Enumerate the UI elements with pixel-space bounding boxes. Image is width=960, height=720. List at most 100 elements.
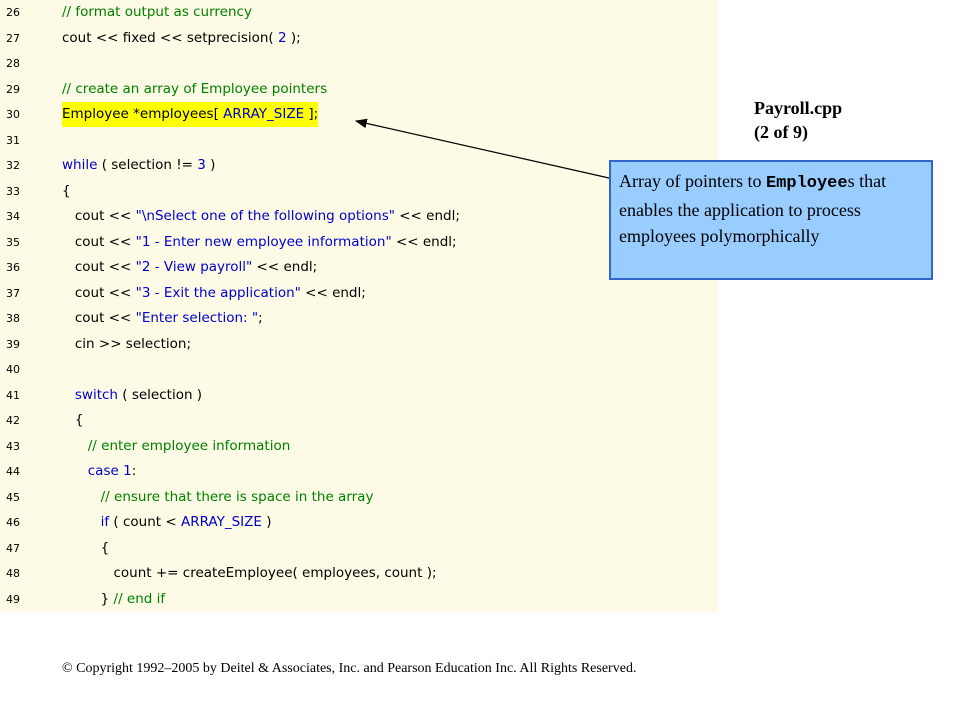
code-token-keyword: case [87,463,119,479]
line-number: 28 [6,57,20,70]
code-text: cin >> selection; [62,332,191,357]
code-text: cout << "\nSelect one of the following o… [62,204,460,229]
code-text: cout << "1 - Enter new employee informat… [62,230,457,255]
code-line: 48 count += createEmployee( employees, c… [0,561,718,586]
line-number: 46 [6,516,20,529]
code-line: 47 { [0,536,718,561]
code-token-plain: { [62,412,84,428]
code-token-comment: // enter employee information [87,437,291,454]
code-token-number: 1 [123,463,132,479]
line-number: 45 [6,490,20,504]
code-token-plain: ) [261,514,272,530]
code-token-string: "1 - Enter new employee information" [135,233,392,250]
line-number: 32 [6,159,20,172]
code-line: 41 switch ( selection ) [0,383,718,408]
code-token-plain: ) [205,157,216,173]
code-token-plain: : [131,463,137,479]
code-token-plain: cin >> selection; [62,335,192,352]
code-line: 34 cout << "\nSelect one of the followin… [0,204,718,229]
code-token-comment: // create an array of Employee pointers [62,80,328,97]
code-token-keyword: switch [74,386,118,403]
code-token-plain: ( count < [109,514,181,530]
annotation-callout: Array of pointers to Employees that enab… [609,160,933,280]
code-token-plain: Employee *employees[ [62,106,224,122]
line-number: 44 [6,465,20,478]
code-line: 30 Employee *employees[ ARRAY_SIZE ]; [0,102,718,127]
line-number: 29 [6,82,20,96]
file-name: Payroll.cpp [754,98,843,118]
code-token-plain: << endl; [391,233,457,250]
code-line: 42 { [0,408,718,433]
copyright-footer: © Copyright 1992–2005 by Deitel & Associ… [62,661,637,676]
code-text: cout << "3 - Exit the application" << en… [62,281,366,306]
code-token-plain: cout << [62,233,136,250]
code-line: 35 cout << "1 - Enter new employee infor… [0,230,718,255]
line-number: 31 [6,133,20,147]
code-token-plain: { [62,539,110,556]
code-token-number: 2 [278,29,287,46]
code-line: 29 // create an array of Employee pointer… [0,77,718,102]
line-number: 30 [6,108,20,121]
code-text: cout << fixed << setprecision( 2 ); [62,26,301,51]
line-number: 47 [6,541,20,555]
slide-title: Payroll.cpp (2 of 9) [754,96,842,144]
code-token-string: "\nSelect one of the following options" [135,208,395,224]
code-token-string: "2 - View payroll" [135,259,253,275]
line-number: 42 [6,414,20,427]
code-text: { [62,179,71,204]
code-line: 38 cout << "Enter selection: "; [0,306,718,331]
code-text: case 1: [62,459,137,484]
code-token-const: ARRAY_SIZE [223,106,305,122]
code-line: 36 cout << "2 - View payroll" << endl; [0,255,718,280]
code-text: switch ( selection ) [62,383,202,408]
line-number: 37 [6,286,20,300]
code-line: 26// format output as currency [0,0,718,25]
code-line: 32 while ( selection != 3 ) [0,153,718,178]
line-number: 35 [6,235,20,249]
code-line: 37 cout << "3 - Exit the application" <<… [0,281,718,306]
code-text: count += createEmployee( employees, coun… [62,561,437,586]
line-number: 43 [6,439,20,453]
code-text: // format output as currency [62,0,252,25]
code-line: 43 // enter employee information [0,434,718,459]
code-token-plain: << endl; [252,259,318,275]
code-text: } // end if [62,587,166,612]
code-token-keyword: while [62,157,98,173]
line-number: 27 [6,31,20,45]
code-token-plain: ; [258,310,263,326]
page-indicator: (2 of 9) [754,122,808,142]
highlighted-code-text: Employee *employees[ ARRAY_SIZE ]; [62,102,319,127]
code-line: 28 [0,51,718,76]
code-line: 49 } // end if [0,587,718,612]
code-token-plain: cout << [62,284,136,301]
code-text: cout << "Enter selection: "; [62,306,263,331]
code-text: while ( selection != 3 ) [62,153,215,178]
code-token-plain: ( selection != [97,157,198,173]
code-line: 33 { [0,179,718,204]
line-number: 48 [6,567,20,580]
line-number: 34 [6,210,20,223]
code-line: 40 [0,357,718,382]
code-token-plain: count += createEmployee( employees, coun… [62,565,437,581]
code-line: 45 // ensure that there is space in the … [0,485,718,510]
callout-text-start: Array of pointers to [619,171,766,191]
code-line: 39 cin >> selection; [0,332,718,357]
line-number: 33 [6,184,20,198]
line-number: 39 [6,337,20,351]
code-token-comment: // ensure that there is space in the arr… [100,488,374,505]
code-text: // create an array of Employee pointers [62,77,327,102]
callout-code-word: Employee [765,174,848,193]
code-token-plain: << endl; [300,284,366,301]
code-token-plain: cout << [62,310,136,326]
line-number: 36 [6,261,20,274]
line-number: 49 [6,592,20,606]
line-number: 40 [6,363,20,376]
code-token-plain: } [62,590,114,607]
code-text: { [62,536,110,561]
code-text: // ensure that there is space in the arr… [62,485,374,510]
code-token-plain: cout << fixed << setprecision( [62,29,278,46]
code-token-plain: << endl; [394,208,460,224]
code-token-plain: ( selection ) [117,386,203,403]
code-text: cout << "2 - View payroll" << endl; [62,255,317,280]
